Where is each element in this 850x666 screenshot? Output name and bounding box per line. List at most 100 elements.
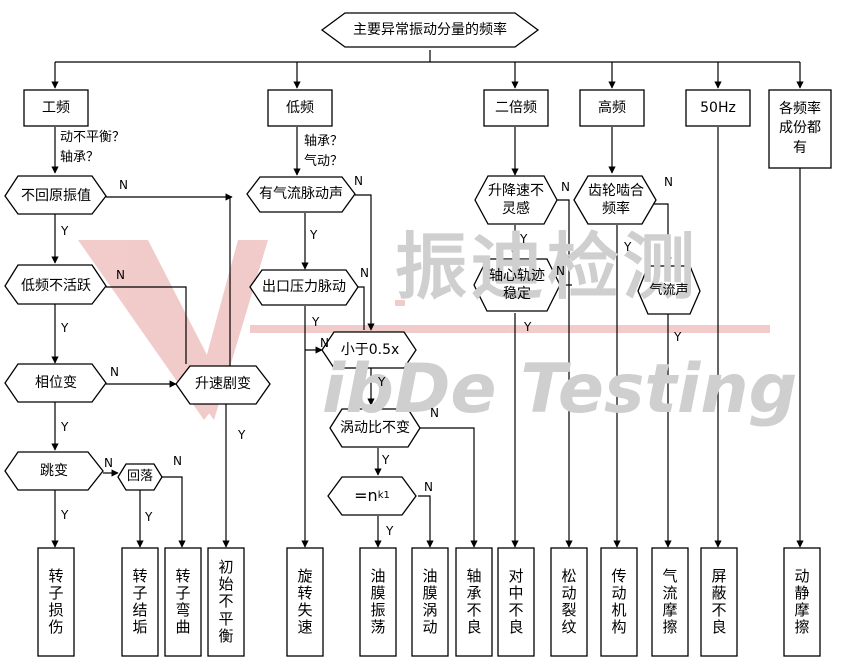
label-n: N [320, 336, 329, 350]
gongpin-label: 工频 [42, 99, 70, 116]
question-dipin-1: 轴承？ [304, 134, 344, 149]
label-n: N [360, 266, 369, 280]
qiliusheng-label: 气流声 [649, 283, 689, 299]
result-label-13: 屏蔽不良 [711, 566, 727, 637]
box-dipin [267, 89, 333, 127]
label-n: N [556, 264, 565, 278]
hex-tiaobian [4, 451, 104, 491]
hex-xiangwei [4, 363, 107, 403]
result-label-14: 动静摩擦 [794, 566, 810, 637]
result-label-12: 气流摩擦 [662, 566, 678, 637]
huiluo-label: 回落 [126, 469, 153, 485]
result-label-5: 旋转失速 [297, 566, 313, 637]
erbei-label: 二倍频 [495, 99, 537, 116]
label-n: N [110, 365, 119, 379]
label-n: N [430, 406, 439, 420]
xiaoyu-label: 小于0.5x [340, 341, 400, 358]
label-y: Y [238, 428, 246, 442]
root-label: 主要异常振动分量的频率 [353, 21, 507, 38]
dipinbu-label: 低频不活跃 [21, 277, 91, 294]
hex-wodong [329, 408, 421, 448]
question-gongpin-2: 轴承？ [60, 150, 100, 165]
qiliu-label: 有气流脉动声 [259, 185, 343, 202]
chukou-label: 出口压力脉动 [262, 278, 346, 295]
result-label-3: 转子弯曲 [175, 566, 191, 637]
result-box-2 [121, 547, 159, 657]
box-gepin [768, 89, 832, 169]
hex-xiaoyu [321, 331, 417, 369]
result-label-1: 转子损伤 [48, 566, 64, 637]
box-erbei [483, 89, 549, 127]
hex-qiliusheng [637, 265, 701, 315]
result-box-9 [497, 547, 535, 657]
label-y: Y [61, 224, 69, 238]
label-y: Y [386, 524, 394, 538]
result-label-6: 油膜振荡 [370, 566, 386, 637]
result-label-11: 传动机构 [611, 566, 627, 637]
tiaobian-label: 跳变 [40, 462, 68, 479]
dipin-label: 低频 [286, 99, 314, 116]
hex-huiluo [117, 463, 163, 491]
shengsu-label: 升速剧变 [195, 375, 251, 392]
hex-zhouxin [473, 258, 561, 312]
root-hexagon [320, 12, 540, 48]
nk1-main: =n [354, 486, 378, 506]
node-shapes [4, 12, 832, 657]
nk1-subscript: k1 [377, 490, 390, 501]
question-dipin-2: 气动？ [304, 154, 344, 169]
label-y: Y [61, 420, 69, 434]
label-y: Y [520, 232, 528, 246]
gepin-label: 各频率成份都有 [779, 100, 821, 156]
xiangwei-label: 相位变 [35, 374, 77, 391]
hz50-label: 50Hz [700, 99, 736, 116]
label-n: N [104, 456, 113, 470]
box-50hz [685, 89, 751, 127]
label-n: N [119, 178, 128, 192]
label-y: Y [310, 228, 318, 242]
label-n: N [173, 454, 182, 468]
hex-nk1 [327, 476, 417, 516]
result-box-5 [286, 547, 324, 657]
result-label-9: 对中不良 [508, 566, 524, 637]
label-y: Y [382, 453, 390, 467]
result-box-3 [164, 547, 202, 657]
label-y: Y [624, 240, 632, 254]
box-gongpin [23, 89, 89, 127]
result-label-10: 松动裂纹 [561, 566, 577, 637]
hex-buhui [4, 175, 107, 215]
label-y: Y [61, 321, 69, 335]
result-box-13 [700, 547, 738, 657]
gaopin-label: 高频 [598, 99, 626, 116]
hex-chilun [573, 175, 657, 225]
result-label-7: 油膜涡动 [422, 566, 438, 637]
wodong-label: 涡动比不变 [340, 419, 410, 436]
shengjiang-label: 升降速不灵感 [488, 182, 544, 217]
result-label-2: 转子结垢 [132, 566, 148, 637]
result-box-4 [207, 547, 245, 657]
result-box-8 [455, 547, 493, 657]
hex-dipinbu [4, 264, 107, 305]
result-box-6 [359, 547, 397, 657]
label-y: Y [61, 508, 69, 522]
label-y: Y [674, 330, 682, 344]
result-box-1 [37, 547, 75, 657]
buhui-label: 不回原振值 [21, 187, 91, 204]
label-n: N [116, 268, 125, 282]
connector-lines [51, 50, 804, 548]
hex-qiliu [246, 176, 356, 213]
chilun-label: 齿轮啮合频率 [588, 182, 644, 217]
result-box-10 [550, 547, 588, 657]
label-n: N [664, 175, 673, 189]
label-n: N [354, 174, 363, 188]
hex-shengsu [175, 365, 271, 405]
hex-shengjiang [474, 175, 558, 225]
question-gongpin-1: 动不平衡？ [60, 130, 126, 145]
result-box-7 [411, 547, 449, 657]
label-n: N [424, 480, 433, 494]
label-y: Y [378, 375, 386, 389]
label-y: Y [312, 315, 320, 329]
result-box-14 [783, 547, 821, 657]
label-n: N [561, 180, 570, 194]
hex-chukou [249, 269, 359, 306]
